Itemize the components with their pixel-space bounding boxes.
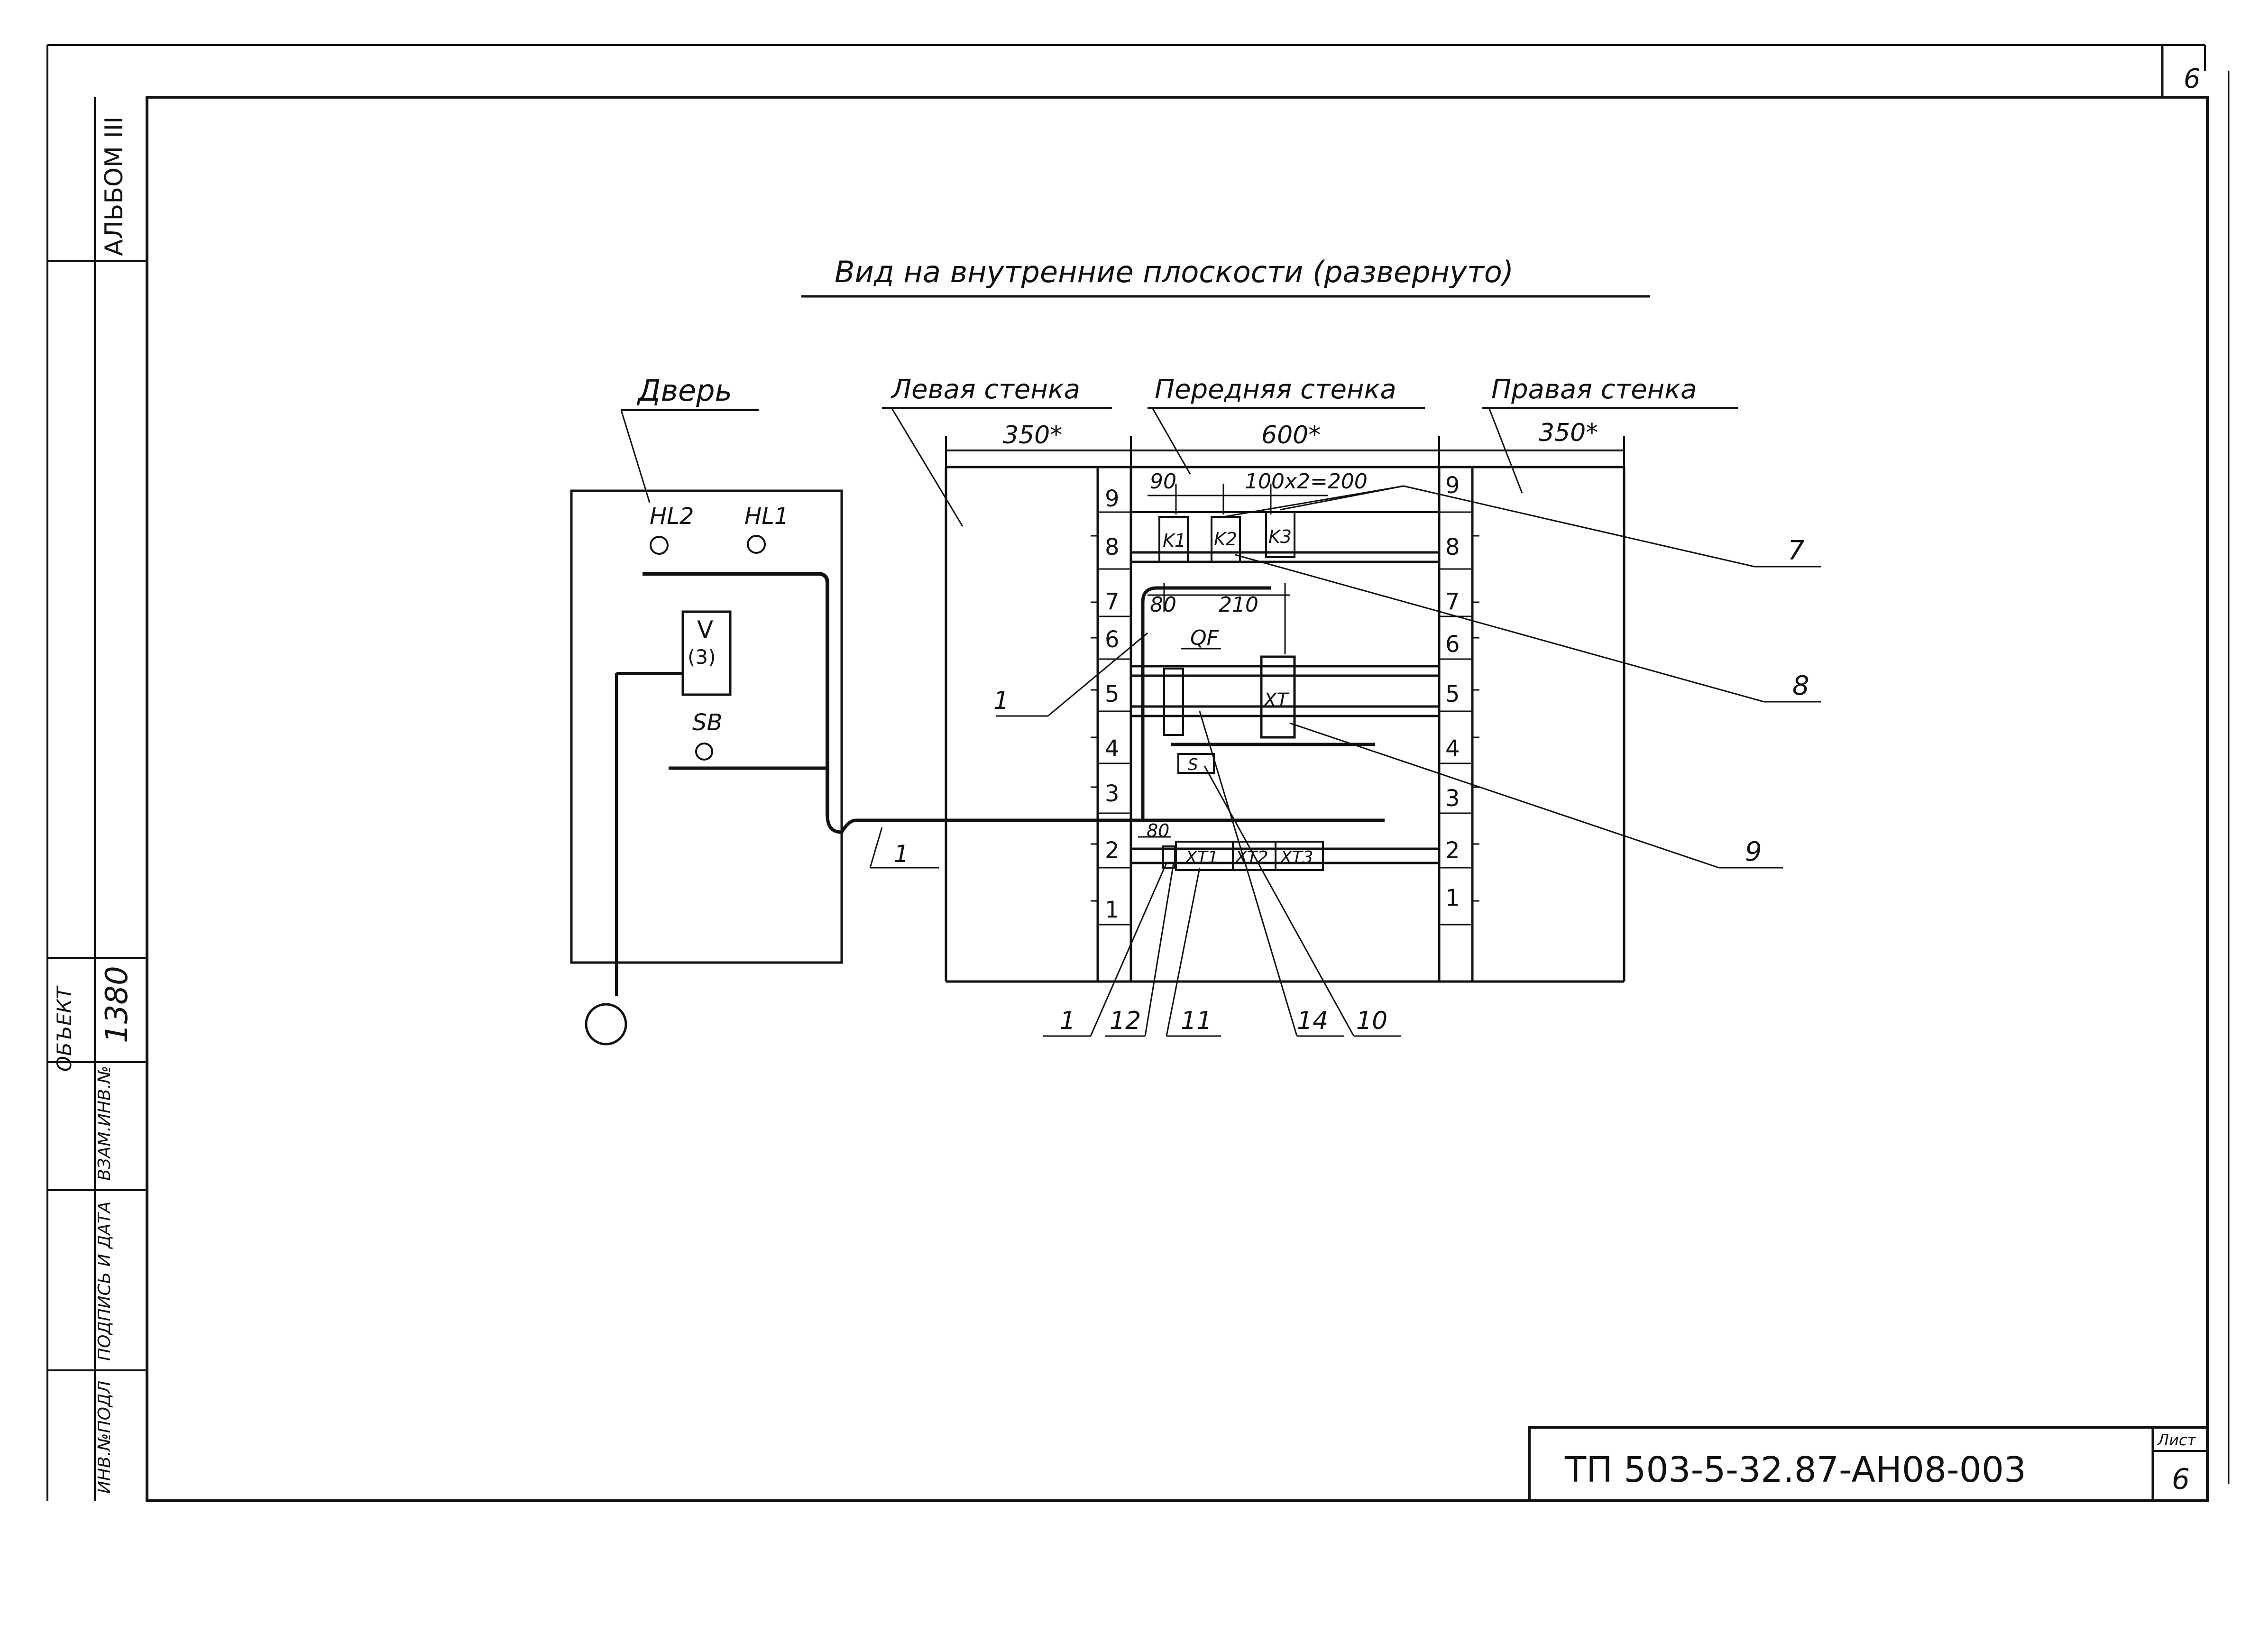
dimension-210: 210 <box>1219 593 1258 617</box>
rail-number-left: 3 <box>1105 780 1120 807</box>
breaker-qf <box>1163 668 1184 736</box>
object-value: 1380 <box>100 966 135 1043</box>
door-panel <box>570 489 843 964</box>
sheet-corner-number: 6 <box>2184 64 2201 94</box>
left-wall-leader <box>891 407 964 527</box>
rail-number-right: 3 <box>1445 785 1460 812</box>
callout-8: 8 <box>1792 670 1809 701</box>
rail-number-right: 6 <box>1445 631 1460 658</box>
indicator-hl2-icon <box>650 536 669 555</box>
callout-cable-1: 1 <box>894 840 909 868</box>
terminal-xt3 <box>1275 841 1324 871</box>
sheet-number: 6 <box>2172 1463 2190 1496</box>
callout-11: 11 <box>1181 1007 1212 1035</box>
album-label: АЛЬБОМ III <box>100 117 129 256</box>
left-wall-label: Левая стенка <box>891 374 1080 405</box>
rail-ticks <box>1091 511 1479 926</box>
callout-14: 14 <box>1297 1007 1328 1035</box>
left-wall-width: 350* <box>1003 421 1062 450</box>
switch-sb-label: SB <box>692 709 722 736</box>
relay-k3-label: K3 <box>1268 526 1292 547</box>
rail-number-left: 4 <box>1105 735 1120 762</box>
callout-1-wire: 1 <box>993 687 1009 715</box>
front-wall-width: 600* <box>1261 421 1321 450</box>
rail-number-left: 5 <box>1105 681 1120 707</box>
relay-k2-label: K2 <box>1214 529 1237 550</box>
sheet-frame <box>46 44 2230 1502</box>
rail-number-right: 7 <box>1445 588 1460 615</box>
relay-k1 <box>1158 516 1189 563</box>
switch-sb-icon <box>695 743 713 761</box>
callout-bottom-1: 1 <box>1060 1007 1075 1035</box>
object-label: ОБЪЕКТ <box>53 985 76 1072</box>
side-stamp <box>47 97 147 1501</box>
door-leader <box>620 410 651 503</box>
relay-k1-label: K1 <box>1163 530 1186 551</box>
rail-number-left: 2 <box>1105 837 1120 864</box>
rail-number-left: 8 <box>1105 534 1120 560</box>
front-wall-label: Передняя стенка <box>1155 374 1396 405</box>
drawing-title: Вид на внутренние плоскости (развернуто) <box>835 255 1514 289</box>
top-dimension-lines <box>1148 484 1328 654</box>
terminal-xt <box>1260 655 1296 739</box>
socket-s <box>1177 753 1215 774</box>
breaker-qf-label: QF <box>1190 626 1219 650</box>
voltmeter-symbol: V <box>697 616 713 643</box>
title-block <box>1528 1426 2209 1502</box>
dimension-90: 90 <box>1150 469 1176 494</box>
terminal-xt-label: XT <box>1263 689 1290 711</box>
cabinet-wiring <box>1138 586 1271 838</box>
right-wall-width: 350* <box>1539 419 1598 447</box>
rail-number-right: 9 <box>1445 472 1460 499</box>
rail-number-left: 6 <box>1105 626 1120 653</box>
rail-number-right: 2 <box>1445 837 1460 864</box>
rail-number-right: 1 <box>1445 885 1460 911</box>
terminal-xt1-label: XT1 <box>1185 848 1219 867</box>
stamp-column-signature: ПОДПИСЬ И ДАТА <box>95 1201 114 1361</box>
rail-number-left: 9 <box>1105 486 1120 512</box>
rail-number-right: 4 <box>1445 735 1460 762</box>
dimension-80-bottom: 80 <box>1147 820 1169 841</box>
voltmeter-ref: (3) <box>688 645 716 669</box>
rail-number-left: 1 <box>1105 897 1120 923</box>
din-rails <box>1131 511 1439 864</box>
width-dimension-line <box>945 436 1625 467</box>
terminal-xt3-label: XT3 <box>1279 848 1313 867</box>
rail-number-right: 8 <box>1445 534 1460 560</box>
socket-s-label: S <box>1188 755 1198 774</box>
callout-10: 10 <box>1356 1007 1387 1035</box>
indicator-hl1-label: HL1 <box>744 503 789 530</box>
callout-12: 12 <box>1110 1007 1141 1035</box>
callout-leaders-bottom <box>1043 711 1401 1037</box>
indicator-hl2-label: HL2 <box>650 503 694 530</box>
voltmeter-box <box>681 610 732 696</box>
cabinet-outline <box>945 466 1625 983</box>
door-label: Дверь <box>636 373 732 408</box>
callout-7: 7 <box>1788 535 1805 566</box>
dimension-100x2: 100x2=200 <box>1245 469 1368 494</box>
rail-number-left: 7 <box>1105 588 1120 615</box>
front-wall-leader <box>1151 407 1191 475</box>
callout-leaders-right <box>1223 485 1821 869</box>
relay-k3 <box>1265 511 1295 558</box>
rail-numbers: 9 8 7 6 5 4 3 2 1 9 8 7 6 5 4 3 2 1 <box>1105 472 1460 923</box>
callout-9: 9 <box>1745 836 1762 867</box>
cable-entry-icon <box>585 1003 627 1046</box>
stamp-column-inv: ИНВ.№ПОДЛ <box>95 1381 114 1494</box>
door-wiring <box>585 572 1385 1046</box>
indicator-hl1-icon <box>747 535 766 554</box>
drawing-designation: ТП 503-5-32.87-АН08-003 <box>1564 1450 2026 1490</box>
rail-number-right: 5 <box>1445 681 1460 707</box>
sheet-label: Лист <box>2157 1431 2196 1449</box>
right-wall-label: Правая стенка <box>1491 374 1697 405</box>
dimension-80: 80 <box>1150 593 1176 617</box>
stamp-column-replace: ВЗАМ.ИНВ.№ <box>95 1066 114 1181</box>
